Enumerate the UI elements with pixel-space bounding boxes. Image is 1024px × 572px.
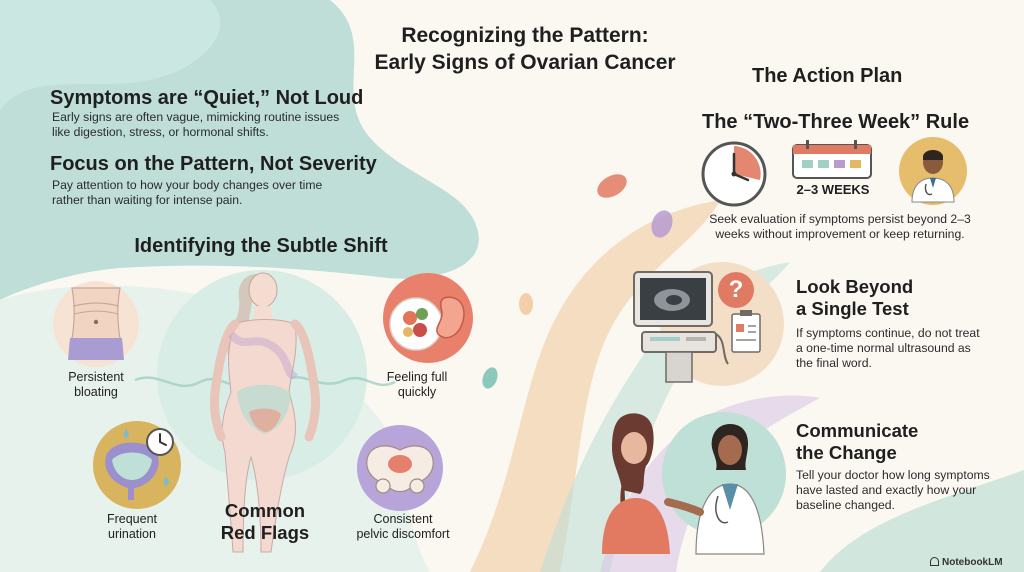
single-test-body-line-1: If symptoms continue, do not treat	[796, 326, 980, 340]
bloating-icon	[53, 281, 139, 367]
pelvic-label-line-2: pelvic discomfort	[356, 527, 450, 541]
red-flags-label-line-1: Common	[224, 500, 306, 521]
focus-body-line-2: rather than waiting for intense pain.	[52, 193, 243, 207]
fullness-circle	[382, 272, 474, 364]
quiet-heading: Symptoms are “Quiet,” Not Loud	[50, 87, 364, 109]
calendar-icon	[792, 140, 872, 179]
communicate-body: Tell your doctor how long symptoms have …	[796, 468, 1006, 513]
page-title-line-1: Recognizing the Pattern:	[401, 24, 649, 47]
notebooklm-watermark: NotebookLM	[930, 556, 1022, 570]
single-test-heading-line-1: Look Beyond	[796, 276, 914, 297]
fullness-label-line-1: Feeling full	[386, 370, 448, 384]
urination-circle	[92, 420, 182, 510]
pelvis-icon	[357, 425, 443, 511]
ribbon-teal	[540, 262, 790, 572]
quiet-body-line-2: like digestion, stress, or hormonal shif…	[52, 125, 269, 139]
focus-heading: Focus on the Pattern, Not Severity	[50, 153, 377, 175]
pelvic-label-line-1: Consistent	[373, 512, 433, 526]
communicate-heading: Communicate the Change	[796, 420, 996, 464]
single-test-body-line-3: the final word.	[796, 356, 872, 370]
rule-body-line-2: weeks without improvement or keep return…	[715, 227, 965, 241]
stomach-plate-icon	[383, 273, 473, 363]
quiet-body: Early signs are often vague, mimicking r…	[52, 110, 412, 140]
red-flags-label-line-2: Red Flags	[220, 522, 310, 543]
action-plan-heading: The Action Plan	[752, 65, 903, 87]
rule-body-line-1: Seek evaluation if symptoms persist beyo…	[709, 212, 971, 226]
communicate-body-line-3: baseline changed.	[796, 498, 895, 512]
urination-label: Frequent urination	[72, 512, 192, 542]
drop-purple	[651, 210, 673, 238]
question-mark-icon: ?	[718, 272, 754, 308]
page-title: Recognizing the Pattern: Early Signs of …	[300, 22, 750, 76]
bloating-label-line-2: bloating	[74, 385, 118, 399]
clock-icon	[701, 141, 767, 207]
ultrasound-machine-icon	[633, 262, 784, 386]
single-test-heading-line-2: a Single Test	[796, 298, 909, 319]
single-test-heading: Look Beyond a Single Test	[796, 276, 996, 320]
rule-body: Seek evaluation if symptoms persist beyo…	[695, 212, 985, 242]
single-test-body: If symptoms continue, do not treat a one…	[796, 326, 1006, 371]
single-test-body-line-2: a one-time normal ultrasound as	[796, 341, 971, 355]
focus-body: Pay attention to how your body changes o…	[52, 178, 412, 208]
notebooklm-logo-icon	[930, 557, 939, 566]
pelvic-circle	[355, 424, 445, 512]
teal-wash-top-left-highlight	[0, 0, 221, 110]
bladder-clock-icon	[93, 421, 181, 509]
body-figure-illustration	[210, 272, 320, 553]
communicate-body-line-2: have lasted and exactly how your	[796, 483, 977, 497]
bloating-label-line-1: Persistent	[68, 370, 124, 384]
doctor-avatar-icon	[899, 137, 967, 205]
quiet-body-line-1: Early signs are often vague, mimicking r…	[52, 110, 340, 124]
pelvic-label: Consistent pelvic discomfort	[338, 512, 468, 542]
drop-teal	[482, 367, 498, 389]
urination-label-line-1: Frequent	[106, 512, 158, 526]
communicate-body-line-1: Tell your doctor how long symptoms	[796, 468, 990, 482]
drop-peach	[519, 293, 533, 315]
drop-coral	[597, 174, 627, 198]
fullness-label-line-2: quickly	[397, 385, 437, 399]
ribbon-peach	[470, 200, 720, 572]
bloating-label: Persistent bloating	[36, 370, 156, 400]
watermark-text: NotebookLM	[942, 557, 1003, 568]
shift-heading: Identifying the Subtle Shift	[134, 235, 388, 257]
teal-wash-bottom-right	[820, 470, 1024, 572]
weeks-label: 2–3 WEEKS	[796, 182, 870, 197]
wave-right	[284, 376, 396, 387]
page-title-line-2: Early Signs of Ovarian Cancer	[374, 51, 676, 74]
two-three-week-heading: The “Two-Three Week” Rule	[702, 111, 970, 133]
focus-body-line-1: Pay attention to how your body changes o…	[52, 178, 323, 192]
bloating-circle	[52, 280, 140, 368]
communicate-heading-line-2: the Change	[796, 442, 897, 463]
communicate-heading-line-1: Communicate	[796, 420, 919, 441]
urination-label-line-2: urination	[108, 527, 156, 541]
patient-doctor-illustration	[602, 412, 786, 555]
fullness-label: Feeling full quickly	[372, 370, 462, 400]
red-flags-label: Common Red Flags	[200, 500, 330, 544]
